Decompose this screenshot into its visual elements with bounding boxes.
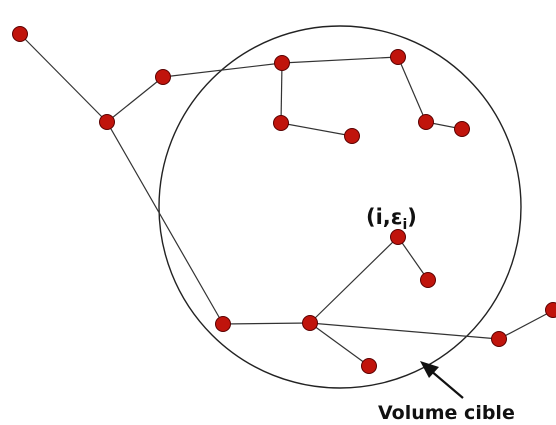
node [344, 128, 360, 144]
edge [281, 56, 399, 64]
edge [309, 236, 399, 324]
edge [397, 56, 427, 123]
node [361, 358, 377, 374]
node [420, 272, 436, 288]
node [302, 315, 318, 331]
node [454, 121, 470, 137]
edge [19, 33, 108, 123]
node [274, 55, 290, 71]
node-label-subscript: i [402, 217, 407, 233]
node-label-open: (i, [366, 205, 391, 229]
edge [397, 236, 429, 281]
edges [19, 33, 556, 367]
node-i-label: (i,εi) [366, 205, 417, 233]
node-i [390, 229, 406, 245]
node [545, 302, 556, 318]
node [215, 316, 231, 332]
node [99, 114, 115, 130]
edge [309, 322, 370, 367]
edge [162, 62, 283, 78]
edge [280, 122, 353, 137]
volume-label: Volume cible [378, 402, 515, 424]
edge [106, 76, 164, 123]
edge [309, 322, 500, 340]
node [491, 331, 507, 347]
edge [222, 322, 311, 325]
node-label-close: ) [407, 205, 417, 229]
node-label-epsilon: ε [391, 205, 403, 229]
node [12, 26, 28, 42]
nodes [12, 26, 556, 374]
edge [280, 62, 283, 124]
node [273, 115, 289, 131]
edge [106, 121, 224, 325]
arrow-icon [420, 361, 464, 399]
target-volume-circle [158, 25, 522, 389]
node [155, 69, 171, 85]
node [390, 49, 406, 65]
node [418, 114, 434, 130]
